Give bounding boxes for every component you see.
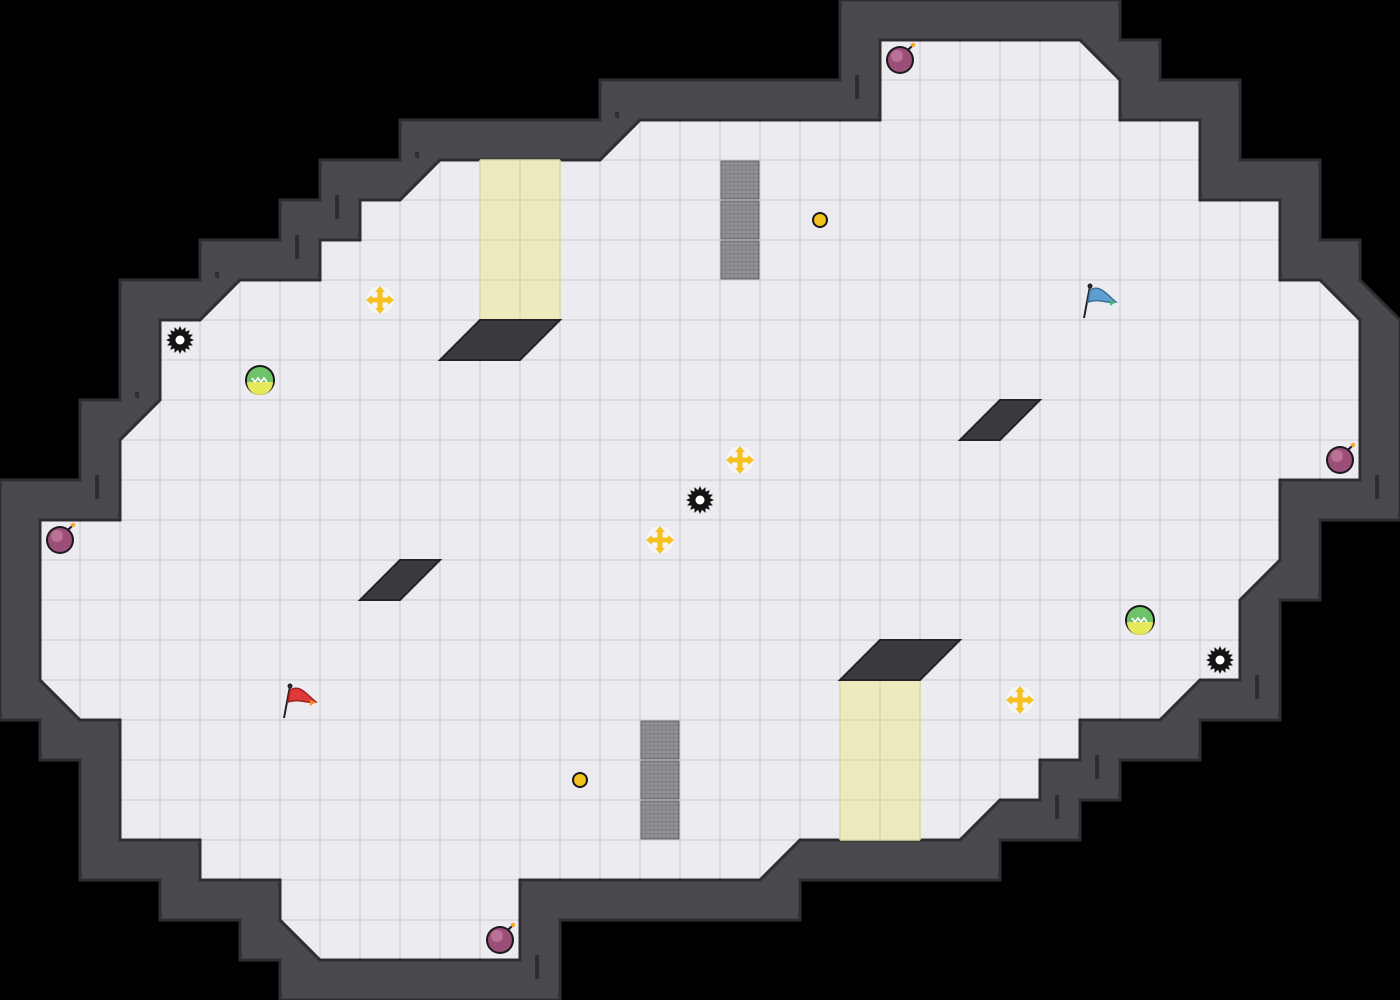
wall-notch <box>615 112 619 118</box>
bomb-icon <box>886 42 916 74</box>
powerup-icon <box>1125 605 1155 635</box>
tile-layer <box>357 159 1043 841</box>
boost-arrows-icon <box>726 446 754 474</box>
wall-notch <box>1375 475 1379 499</box>
bomb-icon <box>46 522 76 554</box>
gate-tile <box>640 800 680 840</box>
boost-arrows-icon <box>1006 686 1034 714</box>
bomb-icon <box>1326 442 1356 474</box>
wall-notch <box>415 152 419 158</box>
spike-icon <box>686 486 714 514</box>
wall-notch <box>1255 675 1259 699</box>
wall-notch <box>1095 755 1099 779</box>
gate-tile <box>640 760 680 800</box>
flag-icon <box>283 683 318 719</box>
boost-arrows-icon <box>366 286 394 314</box>
wall-notch <box>95 475 99 499</box>
ramp-wall <box>357 559 443 601</box>
flag-icon <box>1083 283 1118 319</box>
coin-icon <box>812 212 828 228</box>
bomb-icon <box>486 922 516 954</box>
wall-notch <box>855 75 859 99</box>
ramp-wall <box>837 639 963 681</box>
ramp-wall <box>437 319 563 361</box>
spike-icon <box>1206 646 1234 674</box>
spike-icon <box>166 326 194 354</box>
gate-tile <box>720 160 760 200</box>
ramp-wall <box>957 399 1043 441</box>
powerup-icon <box>245 365 275 395</box>
wall-notch <box>215 272 219 278</box>
gate-tile <box>720 200 760 240</box>
coin-icon <box>572 772 588 788</box>
floor-edge <box>38 38 1362 962</box>
entity-layer <box>46 42 1356 954</box>
wall-notch <box>1055 795 1059 819</box>
wall-notch <box>295 235 299 259</box>
boost-zone <box>479 159 561 321</box>
boost-arrows-icon <box>646 526 674 554</box>
wall-notch <box>335 195 339 219</box>
boost-zone <box>839 679 921 841</box>
wall-notch <box>535 955 539 979</box>
gate-tile <box>720 240 760 280</box>
gate-tile <box>640 720 680 760</box>
wall-notch <box>135 392 139 398</box>
